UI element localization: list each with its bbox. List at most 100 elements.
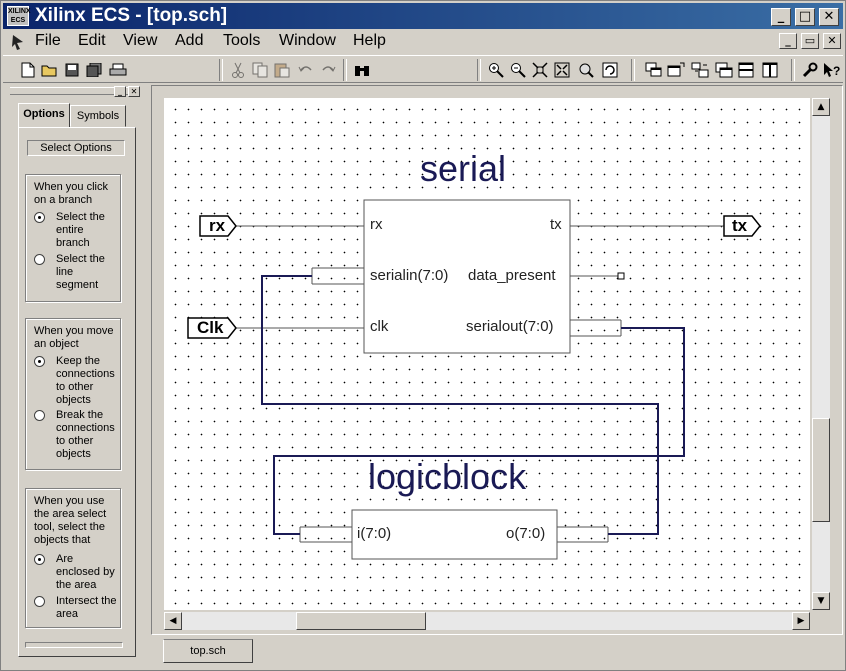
menu-add[interactable]: Add xyxy=(175,32,204,49)
toolbar-separator xyxy=(631,59,635,81)
move-object-group: When you move an object Keep the connect… xyxy=(25,318,121,470)
bus-pin-o xyxy=(557,526,609,543)
tile-icon[interactable] xyxy=(665,59,687,80)
wrench-icon[interactable] xyxy=(799,59,821,80)
radio-button[interactable] xyxy=(34,254,45,265)
radio-select-entire-branch[interactable]: Select the entire branch xyxy=(34,211,120,251)
doc-restore-button[interactable]: ▭ xyxy=(801,33,819,49)
port-marker-clk[interactable] xyxy=(187,317,237,339)
area-select-question: When you use the area select tool, selec… xyxy=(34,495,107,546)
menu-bar: File Edit View Add Tools Window Help _ ▭… xyxy=(3,30,843,54)
bus-pin-serialout xyxy=(570,319,622,337)
save-all-icon[interactable] xyxy=(83,59,105,80)
zoom-selection-icon[interactable] xyxy=(575,59,597,80)
redo-icon[interactable] xyxy=(317,59,339,80)
zoom-fit-icon[interactable] xyxy=(551,59,573,80)
toolbar-separator xyxy=(477,59,481,81)
port-marker-tx[interactable] xyxy=(723,215,761,237)
undo-icon[interactable] xyxy=(295,59,317,80)
serial-symbol[interactable] xyxy=(363,199,571,354)
pin-serialin-label: serialin(7:0) xyxy=(370,267,449,284)
radio-button[interactable] xyxy=(34,554,45,565)
pin-rx-label: rx xyxy=(370,216,383,233)
minimize-button[interactable]: _ xyxy=(771,8,791,26)
close-button[interactable]: ✕ xyxy=(819,8,839,26)
arrange-icon[interactable] xyxy=(689,59,711,80)
doc-close-button[interactable]: ✕ xyxy=(823,33,841,49)
radio-button[interactable] xyxy=(34,212,45,223)
radio-select-line-segment[interactable]: Select the line segment xyxy=(34,253,120,293)
area-select-group: When you use the area select tool, selec… xyxy=(25,488,121,628)
schematic-canvas[interactable]: serial rx serialin(7:0) clk tx data_pres… xyxy=(164,98,810,610)
panel-divider xyxy=(25,642,123,648)
menu-tools[interactable]: Tools xyxy=(223,32,261,49)
zoom-in-icon[interactable] xyxy=(485,59,507,80)
binoculars-icon[interactable] xyxy=(351,59,373,80)
radio-label: Select the entire branch xyxy=(56,211,105,249)
toolbar-separator xyxy=(343,59,347,81)
port-marker-rx[interactable] xyxy=(199,215,237,237)
cascade-icon[interactable] xyxy=(643,59,665,80)
vertical-scrollbar[interactable]: ▲ ▼ xyxy=(812,98,830,610)
menu-edit[interactable]: Edit xyxy=(78,32,106,49)
radio-button[interactable] xyxy=(34,596,45,607)
schematic-view: serial rx serialin(7:0) clk tx data_pres… xyxy=(151,85,843,635)
panel-grip[interactable] xyxy=(10,87,128,95)
pin-clk-label: clk xyxy=(370,318,389,335)
tab-symbols[interactable]: Symbols xyxy=(70,105,126,127)
toolbar: ? xyxy=(3,55,843,83)
refresh-icon[interactable] xyxy=(599,59,621,80)
logicblock-symbol[interactable] xyxy=(351,509,558,560)
menu-file[interactable]: File xyxy=(35,32,61,49)
window-list-icon[interactable] xyxy=(713,59,735,80)
select-options-header: Select Options xyxy=(27,140,125,156)
doc-minimize-button[interactable]: _ xyxy=(779,33,797,49)
menu-window[interactable]: Window xyxy=(279,32,336,49)
branch-click-question: When you click on a branch xyxy=(34,181,108,206)
document-tab-top-sch[interactable]: top.sch xyxy=(163,639,253,663)
tab-options[interactable]: Options xyxy=(18,103,70,127)
bus-serialout-to-i[interactable] xyxy=(273,327,685,535)
xilinx-ecs-app-icon[interactable]: XILINX ECS xyxy=(7,6,31,26)
radio-intersect-area[interactable]: Intersect the area xyxy=(34,595,120,623)
radio-label: Are enclosed by the area xyxy=(56,553,115,591)
radio-enclosed-by-area[interactable]: Are enclosed by the area xyxy=(34,553,120,593)
panel-close-button[interactable]: ✕ xyxy=(128,86,140,97)
radio-button[interactable] xyxy=(34,410,45,421)
svg-text:?: ? xyxy=(833,64,840,78)
paste-icon[interactable] xyxy=(271,59,293,80)
panel-minimize-button[interactable]: _ xyxy=(114,86,126,97)
radio-button[interactable] xyxy=(34,356,45,367)
title-bar[interactable]: XILINX ECS Xilinx ECS - [top.sch] _ □ ✕ xyxy=(3,3,843,29)
radio-break-connections[interactable]: Break the connections to other objects xyxy=(34,409,120,461)
bus-o-to-serialin[interactable] xyxy=(261,275,659,535)
zoom-full-icon[interactable] xyxy=(529,59,551,80)
print-icon[interactable] xyxy=(107,59,129,80)
maximize-button[interactable]: □ xyxy=(795,8,815,26)
cut-icon[interactable] xyxy=(227,59,249,80)
menu-help[interactable]: Help xyxy=(353,32,386,49)
zoom-out-icon[interactable] xyxy=(507,59,529,80)
menu-view[interactable]: View xyxy=(123,32,158,49)
copy-icon[interactable] xyxy=(249,59,271,80)
open-folder-icon[interactable] xyxy=(39,59,61,80)
save-icon[interactable] xyxy=(61,59,83,80)
horizontal-split-icon[interactable] xyxy=(735,59,757,80)
scroll-left-button[interactable]: ◀ xyxy=(164,612,182,630)
horizontal-scroll-thumb[interactable] xyxy=(296,612,426,630)
horizontal-scrollbar[interactable]: ◀ ▶ xyxy=(164,612,810,630)
whats-this-icon[interactable]: ? xyxy=(821,59,843,80)
scroll-down-button[interactable]: ▼ xyxy=(812,592,830,610)
new-file-icon[interactable] xyxy=(17,59,39,80)
pin-serialout-label: serialout(7:0) xyxy=(466,318,554,335)
bus-pin-serialin xyxy=(311,267,364,285)
radio-label: Select the line segment xyxy=(56,253,105,291)
vertical-scroll-thumb[interactable] xyxy=(812,418,830,522)
document-icon[interactable] xyxy=(9,33,27,51)
scroll-up-button[interactable]: ▲ xyxy=(812,98,830,116)
radio-keep-connections[interactable]: Keep the connections to other objects xyxy=(34,355,120,407)
schematic-wires xyxy=(187,199,761,560)
scroll-right-button[interactable]: ▶ xyxy=(792,612,810,630)
vertical-split-icon[interactable] xyxy=(759,59,781,80)
